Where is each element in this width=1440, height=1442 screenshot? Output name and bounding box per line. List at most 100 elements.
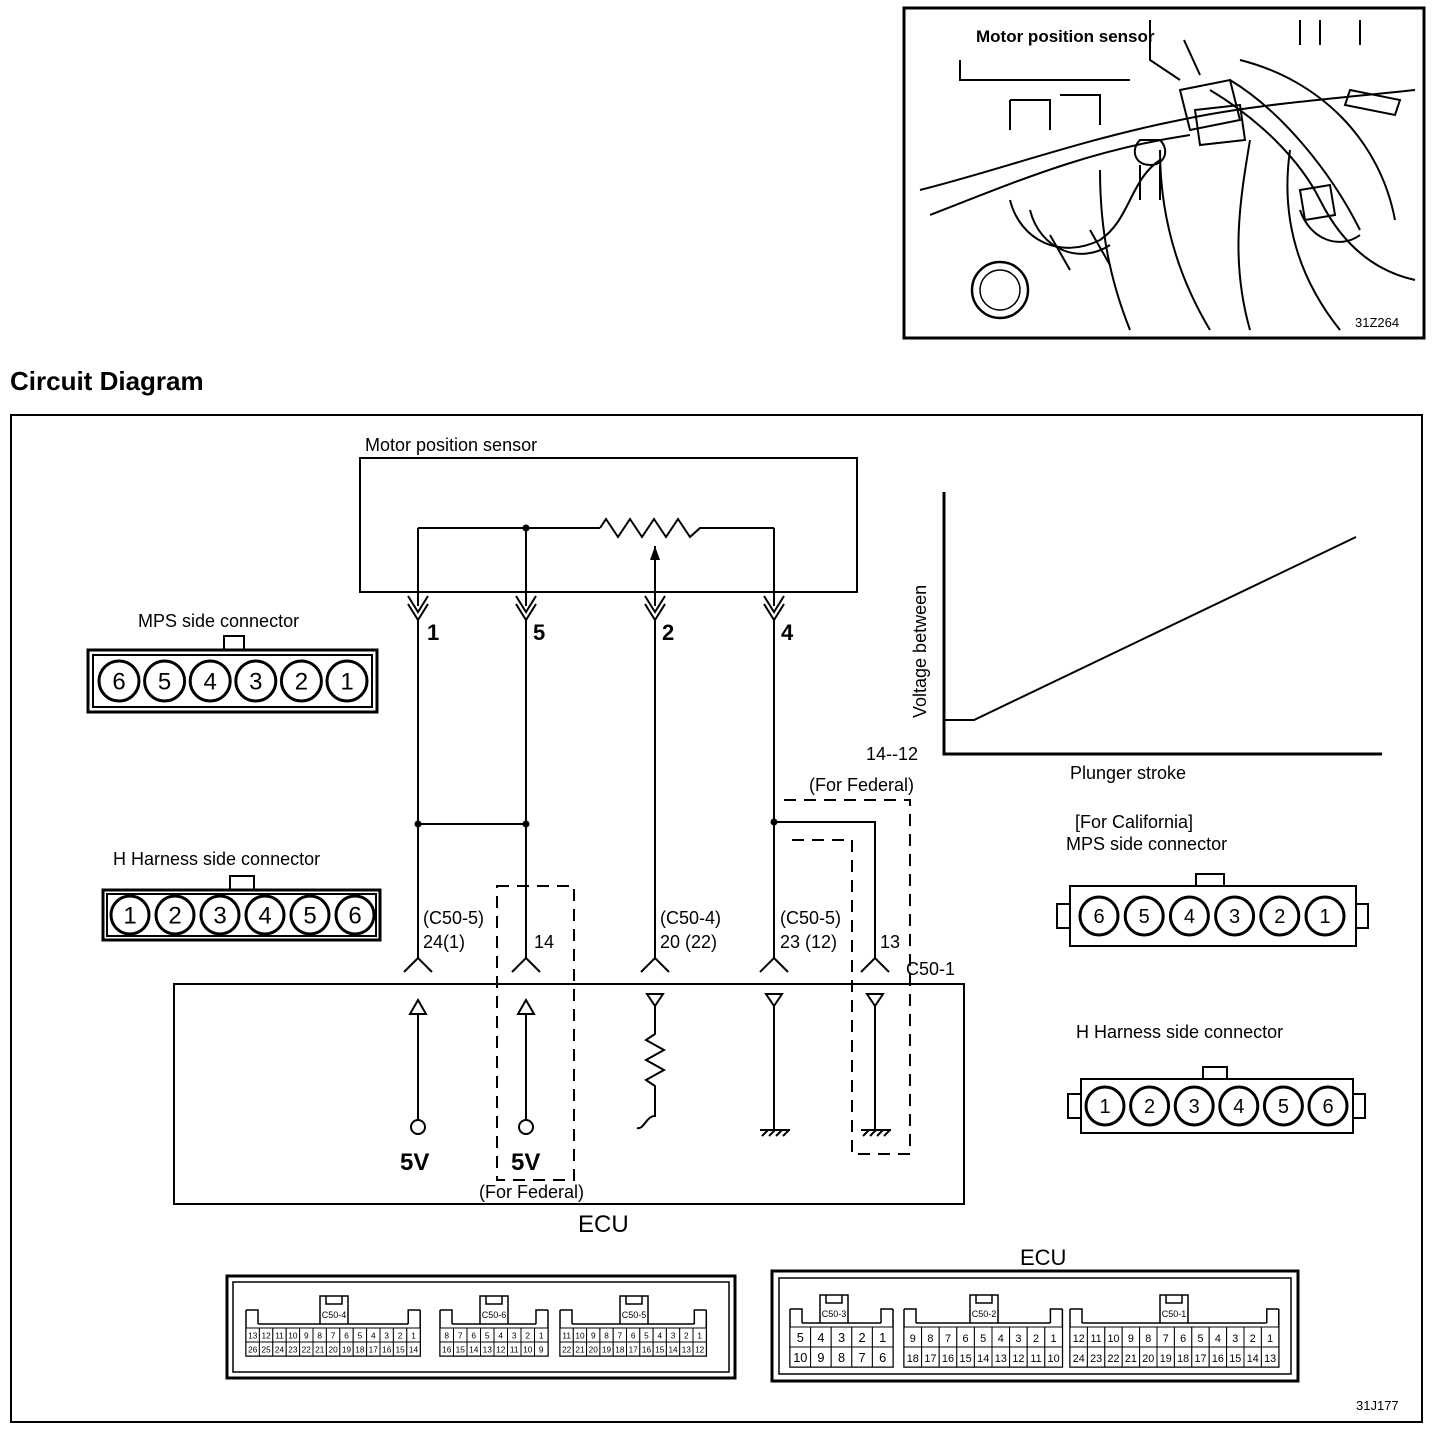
c50-5-cell-number: 15	[655, 1346, 665, 1355]
c50-4-cell-number: 19	[342, 1345, 352, 1355]
motor-position-sensor: Motor position sensor 1 5 2 4	[359, 435, 858, 645]
c50-3-cell-number: 2	[859, 1330, 866, 1345]
graph-line	[944, 536, 1357, 721]
ca-harness-pin-number: 2	[1144, 1096, 1155, 1118]
c50-4-cell-number: 13	[248, 1331, 258, 1341]
label-13: 13	[880, 932, 900, 952]
supply-5v-left: 5V	[400, 1149, 429, 1176]
c50-2-cell	[1044, 1346, 1063, 1368]
c50-6-cell-number: 3	[512, 1331, 517, 1341]
ca-mps-pin-circle	[1123, 895, 1165, 937]
ca-mps-pin-number: 2	[1274, 906, 1285, 928]
c50-5-cell-number: 14	[668, 1346, 678, 1355]
c50-5-cell-number: 9	[591, 1332, 596, 1341]
graph-origin-label: 14--12	[866, 744, 918, 764]
c50-1-face-cell-number: 16	[1212, 1353, 1224, 1365]
c50-2-cell-number: 6	[963, 1333, 969, 1345]
c50-1-face-cell-number: 4	[1215, 1333, 1221, 1345]
mps-pin-number: 6	[112, 669, 125, 696]
c50-6-label: C50-6	[482, 1310, 507, 1320]
c50-4-latch	[319, 1295, 349, 1324]
c50-2-cell-number: 16	[942, 1353, 954, 1365]
ca-harness-pin-circle	[1129, 1085, 1171, 1127]
c50-4-label: C50-4	[322, 1310, 347, 1320]
mps-pin-circle	[143, 659, 187, 703]
ca-harness-pin-circle	[1262, 1085, 1304, 1127]
c50-1-face-cell-number: 2	[1250, 1333, 1256, 1345]
c50-6-cell-number: 7	[458, 1331, 463, 1341]
c50-4-cell-number: 9	[304, 1331, 309, 1341]
ca-mps-pin-circle	[1168, 895, 1210, 937]
c50-5-cell-number: 2	[684, 1332, 689, 1341]
c50-4-cell-number: 15	[395, 1345, 405, 1355]
c50-5-label: C50-5	[622, 1310, 647, 1320]
c50-1-face-cell-number: 17	[1195, 1353, 1207, 1365]
c50-6-cell-number: 16	[442, 1345, 452, 1355]
ca-mps-pin-number: 1	[1319, 906, 1330, 928]
harness-pin-number: 6	[348, 903, 361, 930]
c50-5-cell	[692, 1341, 707, 1357]
label-23-12: 23 (12)	[780, 932, 837, 952]
graph-xlabel: Plunger stroke	[1070, 763, 1186, 783]
c50-2-cell-number: 4	[998, 1333, 1004, 1345]
c50-4-cell-number: 10	[288, 1331, 298, 1341]
c50-4-cell-number: 24	[275, 1345, 285, 1355]
label-20-22: 20 (22)	[660, 932, 717, 952]
photo-sensor-label: Motor position sensor	[976, 27, 1155, 46]
mps-pin-number: 2	[295, 669, 308, 696]
c50-1-face-cell-number: 3	[1232, 1333, 1238, 1345]
c50-4-cell-number: 18	[355, 1345, 365, 1355]
ca-harness-pin-circle	[1218, 1085, 1260, 1127]
c50-1-face-cell-number: 7	[1163, 1333, 1169, 1345]
c50-5-cell-number: 13	[682, 1346, 692, 1355]
graph-ylabel: Voltage between	[910, 585, 930, 718]
c50-6-cell-number: 15	[456, 1345, 466, 1355]
mps-pin-circle	[325, 659, 369, 703]
c50-6-cell-number: 8	[444, 1331, 449, 1341]
c50-2-cell-number: 11	[1030, 1353, 1041, 1365]
c50-5-cell-number: 1	[697, 1332, 702, 1341]
c50-4-cell-number: 11	[275, 1331, 284, 1341]
c50-1-face-cell-number: 9	[1128, 1333, 1134, 1345]
c50-1-face-cell-number: 19	[1160, 1353, 1172, 1365]
c50-5-cell-number: 10	[575, 1332, 585, 1341]
c50-4-cell-number: 16	[382, 1345, 392, 1355]
c50-1-face-cell	[1260, 1346, 1280, 1368]
ca-harness-pin-number: 4	[1233, 1096, 1244, 1118]
section-title: Circuit Diagram	[10, 366, 204, 396]
c50-5-cell-number: 17	[629, 1346, 639, 1355]
label-c50-5-b: (C50-5)	[780, 908, 841, 928]
c50-4-cell-number: 7	[331, 1331, 336, 1341]
sensor-pin-5: 5	[533, 620, 545, 645]
ca-mps-pin-number: 6	[1093, 906, 1104, 928]
c50-1-face-cell-number: 6	[1180, 1333, 1186, 1345]
harness-connector-label: H Harness side connector	[113, 849, 320, 869]
c50-1-face-cell-number: 5	[1198, 1333, 1204, 1345]
ecu-box: 5V 5V ECU	[173, 983, 965, 1238]
label-14: 14	[534, 932, 554, 952]
label-24-1: 24(1)	[423, 932, 465, 952]
c50-1-face-cell-number: 10	[1108, 1333, 1120, 1345]
c50-3-cell	[871, 1346, 894, 1368]
ecu-input-resistor	[636, 1006, 667, 1130]
mps-pin-number: 5	[158, 669, 171, 696]
c50-3-cell-number: 4	[817, 1330, 824, 1345]
c50-5-latch	[619, 1295, 649, 1324]
label-c50-1: C50-1	[906, 959, 955, 979]
harness-pin-number: 2	[168, 903, 181, 930]
c50-5-cell-number: 4	[657, 1332, 662, 1341]
ca-mps-pin-circle	[1078, 895, 1120, 937]
c50-4-cell-number: 25	[261, 1345, 271, 1355]
c50-3-cell-number: 8	[838, 1350, 845, 1365]
harness-pin-circle	[244, 894, 286, 936]
ca-mps-pin-circle	[1304, 895, 1346, 937]
c50-6-cell-number: 9	[539, 1345, 544, 1355]
c50-2-cell-number: 2	[1033, 1333, 1039, 1345]
c50-5-cell-number: 5	[644, 1332, 649, 1341]
ecu-pin-labels: (C50-5) 24(1) 14 (C50-4) 20 (22) (C50-5)…	[423, 908, 955, 979]
c50-4-cell-number: 23	[288, 1345, 298, 1355]
mps-pin-circle	[97, 659, 141, 703]
